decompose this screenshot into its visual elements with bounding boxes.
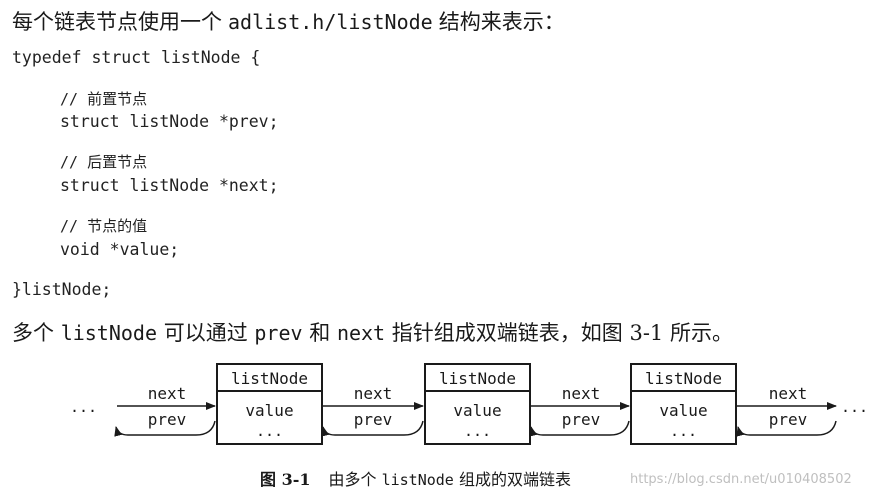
desc-code: prev — [254, 321, 303, 345]
desc-text: 可以通过 — [163, 321, 248, 345]
node-more: ... — [670, 422, 697, 440]
right-ellipsis: ... — [841, 398, 868, 416]
code-line: void *value; — [60, 240, 180, 259]
node-box — [424, 363, 531, 445]
prev-label: prev — [562, 410, 601, 429]
intro-code: adlist.h/listNode — [228, 10, 433, 34]
prev-arrow — [736, 420, 837, 437]
caption-post: 组成的双端链表 — [458, 470, 571, 489]
intro-suffix: 结构来表示： — [438, 10, 565, 34]
node-field: value — [245, 401, 293, 420]
desc-text: 指针组成双端链表，如图 3-1 所示。 — [391, 321, 733, 345]
list-node-2: listNode value ... — [424, 363, 531, 445]
code-line: struct listNode *prev; — [60, 112, 279, 131]
list-node-1: listNode value ... — [216, 363, 323, 445]
node-header: listNode — [645, 369, 722, 388]
code-comment: // 前置节点 — [60, 90, 148, 108]
node-more: ... — [464, 422, 491, 440]
intro-prefix: 每个链表节点使用一个 — [12, 10, 222, 34]
desc-text: 和 — [309, 321, 331, 345]
prev-label: prev — [148, 410, 187, 429]
list-node-3: listNode value ... — [630, 363, 737, 445]
node-header: listNode — [231, 369, 308, 388]
description-line: 多个 listNode 可以通过 prev 和 next 指针组成双端链表，如图… — [12, 317, 733, 347]
prev-label: prev — [769, 410, 808, 429]
node-box — [630, 363, 737, 445]
left-ellipsis: ... — [70, 398, 97, 416]
caption-code: listNode — [381, 471, 454, 489]
prev-label: prev — [354, 410, 393, 429]
caption-figure: 图 3-1 — [260, 470, 311, 489]
watermark: https://blog.csdn.net/u010408502 — [630, 472, 852, 487]
node-box — [216, 363, 323, 445]
prev-arrow — [321, 420, 424, 437]
figure-caption: 图 3-1 由多个 listNode 组成的双端链表 — [260, 466, 571, 490]
next-label: next — [354, 384, 393, 403]
next-label: next — [562, 384, 601, 403]
prev-arrow — [114, 420, 216, 437]
node-more: ... — [256, 422, 283, 440]
code-comment: // 后置节点 — [60, 153, 148, 171]
node-field: value — [453, 401, 501, 420]
caption-pre: 由多个 — [328, 470, 377, 489]
node-field: value — [659, 401, 707, 420]
next-label: next — [769, 384, 808, 403]
linked-list-diagram: ... listNode value ... listNode value ..… — [70, 363, 868, 445]
node-header: listNode — [439, 369, 516, 388]
prev-arrow — [529, 420, 630, 437]
code-line: typedef struct listNode { — [12, 48, 261, 67]
next-label: next — [148, 384, 187, 403]
desc-code: next — [336, 321, 386, 345]
desc-text: 多个 — [12, 321, 54, 345]
code-line: struct listNode *next; — [60, 176, 279, 195]
code-comment: // 节点的值 — [60, 217, 148, 235]
desc-code: listNode — [60, 321, 158, 345]
code-line: }listNode; — [12, 280, 112, 299]
